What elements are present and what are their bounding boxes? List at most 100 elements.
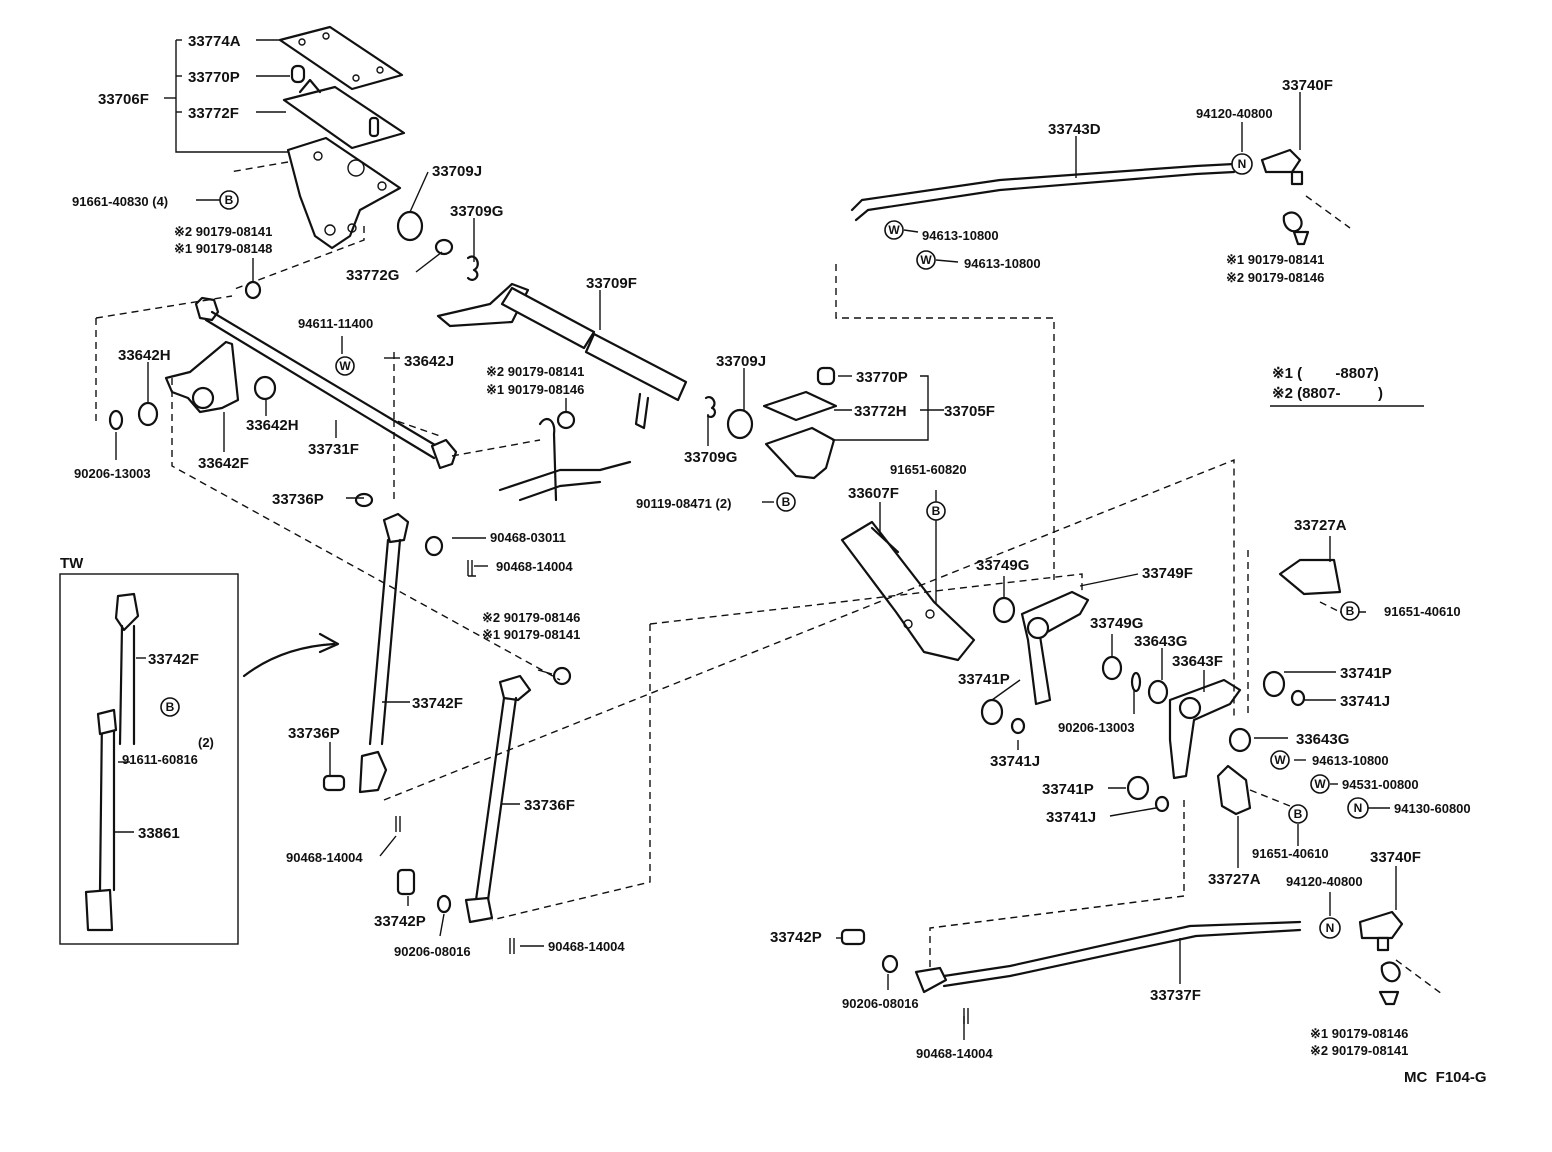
part-label: 94120-40800 <box>1196 106 1273 121</box>
bolt-icon: B <box>776 492 796 512</box>
part-label: 94613-10800 <box>922 228 999 243</box>
washer-icon: W <box>884 220 904 240</box>
washer-icon: W <box>1270 750 1290 770</box>
assembly-lines <box>95 161 1443 995</box>
svg-text:W: W <box>920 253 932 267</box>
part-label: 90206-08016 <box>842 996 919 1011</box>
washer-icon: W <box>1310 774 1330 794</box>
svg-text:B: B <box>225 193 234 207</box>
part-label: 33741P <box>958 671 1010 688</box>
part-label: ※1 90179-08146 <box>1310 1026 1408 1041</box>
part-label: 33709F <box>586 275 637 292</box>
part-label: 91661-40830 (4) <box>72 194 168 209</box>
part-label: 33742P <box>770 929 822 946</box>
shift-components <box>108 210 838 508</box>
part-label: 91611-60816 <box>122 752 198 767</box>
part-label: 91651-60820 <box>890 462 967 477</box>
part-label: 33643G <box>1134 633 1187 650</box>
right-levers <box>980 558 1342 816</box>
part-label: 33772G <box>346 267 399 284</box>
part-label: 94613-10800 <box>1312 753 1389 768</box>
part-label: 33772F <box>188 105 239 122</box>
long-rods <box>840 148 1404 1006</box>
part-label: 90468-03011 <box>490 530 566 545</box>
part-label: 33741P <box>1340 665 1392 682</box>
nut-icon: N <box>1231 153 1253 175</box>
part-labels: 33774A 33770P 33706F 33772F 91661-40830 … <box>72 33 1471 1061</box>
part-label: 33709G <box>450 203 503 220</box>
part-label: 33642H <box>118 347 171 364</box>
part-label: 33740F <box>1282 77 1333 94</box>
part-label: 33743D <box>1048 121 1101 138</box>
mount-plates <box>164 25 406 250</box>
part-label: 94613-10800 <box>964 256 1041 271</box>
part-label: 33705F <box>944 403 995 420</box>
part-label: 33770P <box>856 369 908 386</box>
part-label: 90206-13003 <box>1058 720 1135 735</box>
inset-title: TW <box>60 555 84 572</box>
part-label: ※2 90179-08141 <box>486 364 584 379</box>
part-label: 33643G <box>1296 731 1349 748</box>
part-label: 33741P <box>1042 781 1094 798</box>
part-label: 33706F <box>98 91 149 108</box>
part-label: 33727A <box>1294 517 1347 534</box>
part-label: 33736P <box>288 725 340 742</box>
part-label: 33642H <box>246 417 299 434</box>
part-label: ※2 90179-08146 <box>482 610 580 625</box>
part-label: 33749G <box>976 557 1029 574</box>
part-label: 33749F <box>1142 565 1193 582</box>
clip-icons <box>395 560 969 1024</box>
part-label: 33727A <box>1208 871 1261 888</box>
part-label: 33741J <box>1340 693 1390 710</box>
svg-text:W: W <box>1314 777 1326 791</box>
part-label: 33736F <box>524 797 575 814</box>
part-label: ※1 90179-08146 <box>486 382 584 397</box>
part-label: 90119-08471 (2) <box>636 496 731 511</box>
fastener-symbols: B W B N W W B B B W W N B N <box>160 153 1369 939</box>
svg-text:W: W <box>339 359 351 373</box>
washer-icon: W <box>335 356 355 376</box>
part-label: 90206-08016 <box>394 944 471 959</box>
cotter-pin-icon <box>467 560 476 577</box>
part-label: 90468-14004 <box>548 939 625 954</box>
footer-code: MC F104-G <box>1404 1069 1487 1086</box>
bolt-icon: B <box>926 501 946 521</box>
part-label: 94611-11400 <box>298 316 373 331</box>
part-label: 91651-40610 <box>1252 846 1329 861</box>
part-label: 90468-14004 <box>286 850 363 865</box>
cotter-pin-icon <box>395 816 401 832</box>
part-label: ※2 90179-08146 <box>1226 270 1324 285</box>
part-label: 33709J <box>716 353 766 370</box>
svg-text:W: W <box>1274 753 1286 767</box>
bolt-icon: B <box>160 697 180 717</box>
part-label: ※2 90179-08141 <box>1310 1043 1408 1058</box>
part-label: 33774A <box>188 33 241 50</box>
part-label: 33740F <box>1370 849 1421 866</box>
svg-text:B: B <box>932 504 941 518</box>
svg-text:N: N <box>1238 157 1247 171</box>
part-label: 94531-00800 <box>1342 777 1419 792</box>
part-label: 33607F <box>848 485 899 502</box>
part-label: ※2 90179-08141 <box>174 224 272 239</box>
part-label: 90468-14004 <box>916 1046 993 1061</box>
svg-text:B: B <box>166 700 175 714</box>
part-label: ※1 90179-08141 <box>482 627 580 642</box>
part-label: ※1 90179-08148 <box>174 241 272 256</box>
svg-text:N: N <box>1354 801 1363 815</box>
tw-inset <box>59 573 340 945</box>
legend: ※1 ( -8807) ※2 (8807- ) <box>1270 365 1424 407</box>
bolt-icon: B <box>1288 804 1308 824</box>
part-label: 33742F <box>148 651 199 668</box>
part-label: 33731F <box>308 441 359 458</box>
part-label: 33709J <box>432 163 482 180</box>
part-label: 33741J <box>1046 809 1096 826</box>
part-label: 91651-40610 <box>1384 604 1461 619</box>
cotter-pin-icon <box>509 938 515 954</box>
part-label: 33742F <box>412 695 463 712</box>
part-label: 33736P <box>272 491 324 508</box>
part-label: 33741J <box>990 753 1040 770</box>
nut-icon: N <box>1319 917 1341 939</box>
legend-row-2: ※2 (8807- ) <box>1272 385 1383 402</box>
part-label: 33742P <box>374 913 426 930</box>
link-rods <box>322 512 572 924</box>
